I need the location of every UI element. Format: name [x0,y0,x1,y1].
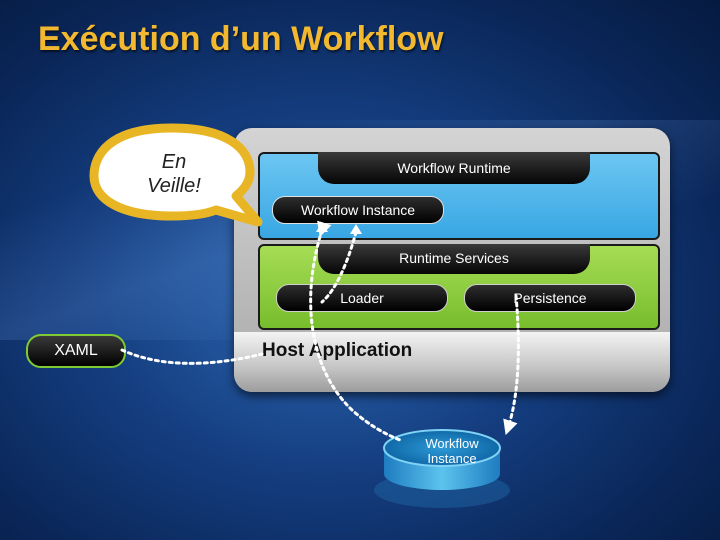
instance-loop-inner [322,232,356,302]
xaml-to-host-connector [122,350,262,363]
database-label-line-2: Instance [398,451,506,466]
instance-loop-left [311,230,400,440]
database-label: Workflow Instance [398,436,506,466]
callout-text: En Veille! [112,150,236,198]
callout-line-2: Veille! [112,174,236,198]
callout-line-1: En [112,150,236,174]
persistence-to-db-connector [508,296,518,428]
database-label-line-1: Workflow [398,436,506,451]
